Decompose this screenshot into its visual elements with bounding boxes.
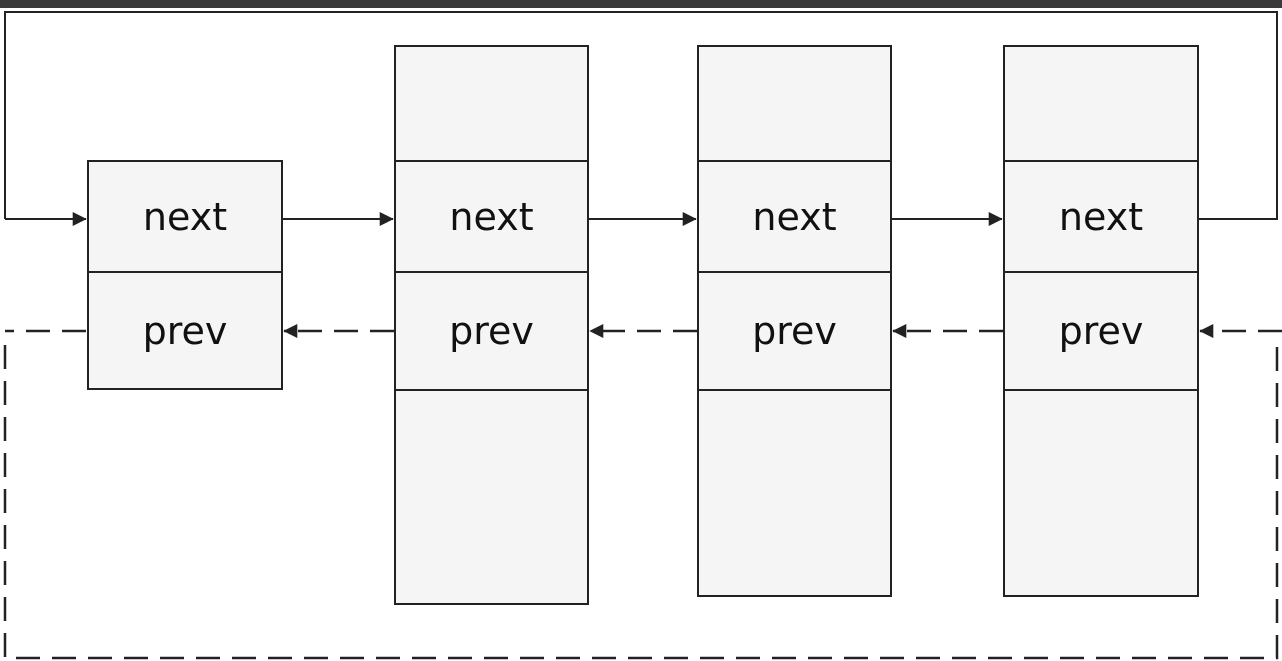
node-3-prev-cell (697, 271, 892, 391)
node-2-prev-cell (394, 271, 589, 391)
node-1-next-label: next (142, 195, 228, 239)
node-2-top-cell (394, 45, 589, 162)
node-4-prev-cell (1003, 271, 1199, 391)
circular-prev-link (3, 345, 1279, 660)
node-2-bottom-cell (394, 389, 589, 605)
node-3-next-cell (697, 160, 892, 273)
node-2-prev-label: prev (449, 309, 534, 353)
node-1-prev-cell (87, 271, 283, 390)
node-4-next-cell (1003, 160, 1199, 273)
node-3-next-label: next (752, 195, 837, 239)
circular-next-link (4, 11, 1278, 220)
node-2-next-label: next (449, 195, 534, 239)
node-4-top-cell (1003, 45, 1199, 162)
node-4-prev-label: prev (1058, 309, 1144, 353)
node-3-bottom-cell (697, 389, 892, 597)
node-3-top-cell (697, 45, 892, 162)
node-1-prev-label: prev (142, 309, 228, 353)
window-top-strip (0, 0, 1282, 8)
node-4-next-label: next (1058, 195, 1144, 239)
node-4-bottom-cell (1003, 389, 1199, 597)
node-1-next-cell (87, 160, 283, 273)
node-3-prev-label: prev (752, 309, 837, 353)
